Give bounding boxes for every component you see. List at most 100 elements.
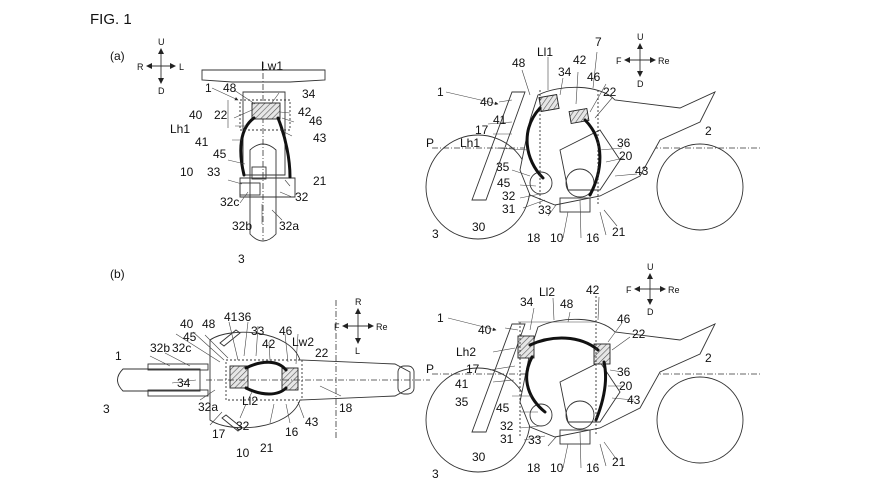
ref-10: 10 [180, 165, 194, 179]
ref-42: 42 [573, 53, 587, 67]
ref-34: 34 [302, 87, 316, 101]
ref-32c: 32c [172, 341, 191, 355]
ref-46: 46 [309, 114, 323, 128]
ref-32a: 32a [198, 400, 218, 414]
ref-43: 43 [305, 415, 319, 429]
panel-b-tag: (b) [110, 267, 125, 281]
panel-a-tag: (a) [110, 49, 125, 63]
ref-18: 18 [527, 461, 541, 475]
ref-18: 18 [339, 401, 353, 415]
ref-1: 1 [115, 349, 122, 363]
ref-22: 22 [603, 85, 617, 99]
rear-wheel-side-b [656, 376, 744, 464]
dir-r: R [355, 297, 362, 307]
fork-body [242, 91, 286, 176]
dir-f: F [334, 322, 340, 332]
ref-17: 17 [475, 123, 489, 137]
ref-31: 31 [502, 202, 516, 216]
ref-32: 32 [236, 419, 250, 433]
ref-16: 16 [586, 231, 600, 245]
wire-harness-front [239, 116, 292, 179]
ref-lh1: Lh1 [460, 136, 480, 150]
front-fork-side-b [471, 323, 526, 433]
ref-35: 35 [496, 160, 510, 174]
ref-36: 36 [238, 310, 252, 324]
ref-ll2: Ll2 [242, 394, 258, 408]
side-view-a: U D F Re 1 40 48 Ll1 34 42 7 4 [425, 32, 760, 245]
body-outline-a [519, 86, 716, 206]
ref-32a: 32a [279, 219, 299, 233]
dir-f: F [626, 285, 632, 295]
direction-cross-front-a: U D R L [137, 37, 184, 96]
ref-40: 40 [480, 95, 494, 109]
dir-l: L [355, 346, 360, 356]
ref-p: P [426, 136, 434, 150]
ref-1: 1 [205, 81, 212, 95]
ref-45: 45 [496, 401, 510, 415]
dir-u: U [637, 32, 644, 42]
ref-30: 30 [472, 220, 486, 234]
ref-33: 33 [251, 324, 265, 338]
ref-ll2: Ll2 [539, 285, 555, 299]
ref-48: 48 [202, 317, 216, 331]
ref-3: 3 [103, 402, 110, 416]
ref-48: 48 [560, 297, 574, 311]
ref-45: 45 [497, 176, 511, 190]
front-wheel-front [249, 143, 277, 242]
ref-36: 36 [617, 136, 631, 150]
ref-22: 22 [315, 346, 329, 360]
ref-46: 46 [279, 324, 293, 338]
ref-32: 32 [500, 419, 514, 433]
top-view-b: R L F Re 1 32b 32c 45 40 48 41 36 33 [103, 297, 430, 460]
ref-42: 42 [586, 283, 600, 297]
ref-32: 32 [295, 190, 309, 204]
front-fork-side [471, 91, 526, 201]
ref-17: 17 [466, 362, 480, 376]
ref-32b: 32b [232, 219, 252, 233]
dir-d: D [637, 79, 644, 89]
wire-harness-side-a [525, 106, 602, 197]
body-outline-b [519, 318, 716, 438]
ref-46: 46 [617, 312, 631, 326]
ref-48: 48 [223, 81, 237, 95]
ref-30: 30 [472, 450, 486, 464]
dir-f: F [616, 56, 622, 66]
dir-r: R [137, 62, 144, 72]
rear-wheel-side [656, 143, 744, 231]
ref-21: 21 [612, 455, 626, 469]
unit-48-front [251, 102, 281, 120]
ref-10: 10 [550, 461, 564, 475]
ref-10: 10 [236, 446, 250, 460]
front-view-a: U D R L 1 48 Lw1 40 22 Lh1 41 [137, 37, 327, 266]
unit-48-side-b [517, 335, 535, 359]
ref-1: 1 [437, 311, 444, 325]
ref-32b: 32b [150, 341, 170, 355]
ref-43: 43 [313, 131, 327, 145]
ref-17: 17 [212, 427, 226, 441]
ref-41: 41 [224, 310, 238, 324]
ref-7: 7 [595, 35, 602, 49]
wire-harness-side-b [525, 336, 608, 422]
ref-21: 21 [260, 441, 274, 455]
wire-harness-top [244, 360, 288, 396]
front-tire-top [117, 368, 201, 392]
ref-40: 40 [478, 323, 492, 337]
figure-title: FIG. 1 [90, 11, 132, 28]
direction-cross-side-b: U D F Re [626, 262, 680, 317]
dir-u: U [158, 37, 165, 47]
ref-34: 34 [177, 376, 191, 390]
handlebar [201, 69, 326, 83]
ref-3: 3 [432, 467, 439, 481]
ref-45: 45 [213, 147, 227, 161]
ref-33: 33 [538, 203, 552, 217]
ref-21: 21 [612, 225, 626, 239]
ref-34: 34 [520, 295, 534, 309]
ref-41: 41 [455, 377, 469, 391]
ref-41: 41 [195, 135, 209, 149]
ref-2: 2 [705, 124, 712, 138]
unit-48-top [229, 365, 249, 389]
direction-cross-top-b: R L F Re [334, 297, 388, 356]
ref-36: 36 [617, 365, 631, 379]
dir-u: U [647, 262, 654, 272]
